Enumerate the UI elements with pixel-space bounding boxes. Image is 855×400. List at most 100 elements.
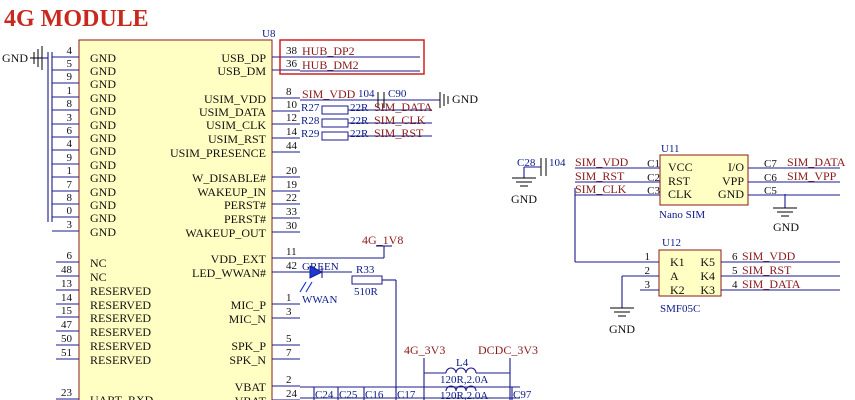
u11-right-pin-number: C6	[764, 172, 777, 184]
sim-resistor-ref: R27	[301, 102, 320, 114]
u8-right-pin-number: 38	[286, 45, 298, 57]
u8-right-pin-name: VBAT	[235, 394, 267, 400]
sim-resistor-ref: R29	[301, 128, 320, 140]
u8-right-pin-name: WAKEUP_OUT	[185, 226, 266, 240]
u8-left-pin-number: 6	[67, 125, 73, 137]
u8-left-pin-number: 5	[67, 58, 73, 70]
u8-left-pin-number: 1	[67, 85, 73, 97]
u8-right-pin-name: W_DISABLE#	[192, 171, 266, 185]
led-label: WWAN	[302, 294, 337, 306]
net-4g-3v3: 4G_3V3	[404, 343, 445, 357]
u8-left-pin-name: GND	[90, 118, 116, 132]
u8-left-pin-name: RESERVED	[90, 353, 151, 367]
u12-right-pin-name: K3	[700, 283, 715, 297]
u12-right-pin-number: 5	[732, 265, 738, 277]
sim-resistor-value: 22R	[350, 102, 369, 114]
u8-left-pin-number: 50	[61, 333, 73, 345]
u8-left-pin-name: RESERVED	[90, 339, 151, 353]
u8-left-pin-name: GND	[90, 91, 116, 105]
u8-right-pin-number: 22	[286, 192, 297, 204]
c90-value: 104	[358, 88, 375, 100]
u8-right-pin-name: VBAT	[235, 380, 267, 394]
u8-left-pin-name: GND	[90, 158, 116, 172]
u11-left-pin-number: C3	[647, 185, 660, 197]
u8-left-pin-number: 15	[61, 305, 73, 317]
sim-resistor-body	[321, 105, 349, 115]
u8-right-pin-number: 44	[286, 140, 298, 152]
led-ray-2	[305, 281, 313, 293]
u11-left-net: SIM_CLK	[575, 182, 627, 196]
u11-left-pin-number: C1	[647, 158, 660, 170]
c90-ref: C90	[388, 88, 407, 100]
net-hub-dp2: HUB_DP2	[302, 44, 355, 58]
u8-right-pin-number: 5	[286, 333, 292, 345]
c28-gnd-label: GND	[511, 192, 537, 206]
u8-left-pin-name: GND	[90, 144, 116, 158]
u8-left-pin-number: 51	[61, 347, 72, 359]
u11-left-pin-name: RST	[668, 174, 691, 188]
u8-right-pin-number: 19	[286, 179, 298, 191]
sim-resistor-body	[321, 131, 349, 141]
u12-right-pin-name: K4	[700, 269, 715, 283]
u8-right-pin-name: WAKEUP_IN	[197, 185, 266, 199]
u8-right-pin-number: 30	[286, 220, 298, 232]
u11-left-pin-number: C2	[647, 172, 660, 184]
u8-gnd-net: GND	[2, 51, 28, 65]
u8-right-pin-number: 11	[286, 246, 297, 258]
u11-right-pin-name: VPP	[722, 174, 744, 188]
l4-value: 120R,2.0A	[440, 374, 488, 386]
usb-highlight-box	[279, 39, 425, 75]
u8-left-pin-name: NC	[90, 256, 107, 270]
c28-value: 104	[549, 157, 566, 169]
u8-right-pin-name: SPK_N	[229, 353, 266, 367]
u8-right-pin-number: 36	[286, 58, 298, 70]
u12-right-net: SIM_DATA	[742, 277, 801, 291]
u8-left-pin-name: RESERVED	[90, 325, 151, 339]
r33-ref: R33	[356, 264, 375, 276]
u11-gnd-label: GND	[773, 220, 799, 234]
u8-left-pin-name: NC	[90, 270, 107, 284]
u8-right-pin-number: 10	[286, 99, 298, 111]
u12-right-pin-number: 4	[732, 279, 738, 291]
u8-right-pin-number: 1	[286, 292, 292, 304]
u12-part: SMF05C	[660, 303, 700, 315]
u8-left-pin-name: GND	[90, 185, 116, 199]
u11-part: Nano SIM	[659, 209, 705, 221]
bottom-cap-ref: C24	[315, 389, 334, 400]
u8-right-pin-number: 3	[286, 306, 292, 318]
u8-left-pin-number: 13	[61, 278, 73, 290]
u8-right-pin-number: 7	[286, 347, 292, 359]
u8-left-pin-name: GND	[90, 64, 116, 78]
u8-right-pin-number: 12	[286, 112, 297, 124]
u11-right-pin-number: C7	[764, 158, 777, 170]
u11-left-pin-name: VCC	[668, 160, 693, 174]
gnd-c90-label: GND	[452, 92, 478, 106]
u8-left-pin-name: GND	[90, 171, 116, 185]
u8-right-pin-name: VDD_EXT	[211, 252, 267, 266]
l4b-value: 120R,2.0A	[440, 390, 488, 400]
u8-right-pin-name: USIM_CLK	[206, 118, 266, 132]
u12-right-pin-name: K5	[700, 255, 715, 269]
u8-left-pin-name: GND	[90, 225, 116, 239]
sim-resistor-net: SIM_CLK	[374, 113, 426, 127]
u8-left-pin-name: UART_RXD	[90, 393, 154, 400]
u12-gnd-label: GND	[609, 322, 635, 336]
u8-left-pin-name: GND	[90, 131, 116, 145]
u8-right-pin-number: 24	[286, 388, 298, 400]
u8-left-pin-number: 9	[67, 71, 73, 83]
u11-body	[659, 154, 749, 206]
u8-right-pin-number: 20	[286, 165, 298, 177]
net-hub-dm2: HUB_DM2	[302, 58, 359, 72]
l4-coil	[445, 367, 477, 374]
u8-right-pin-name: PERST#	[224, 198, 266, 212]
u11-right-pin-number: C5	[764, 185, 777, 197]
u8-left-pin-name: RESERVED	[90, 284, 151, 298]
u8-left-pin-number: 8	[67, 192, 73, 204]
u8-left-pin-number: 7	[67, 179, 73, 191]
u8-right-pin-name: USIM_VDD	[204, 92, 266, 106]
u8-right-pin-name: PERST#	[224, 212, 266, 226]
u8-body	[78, 39, 273, 400]
